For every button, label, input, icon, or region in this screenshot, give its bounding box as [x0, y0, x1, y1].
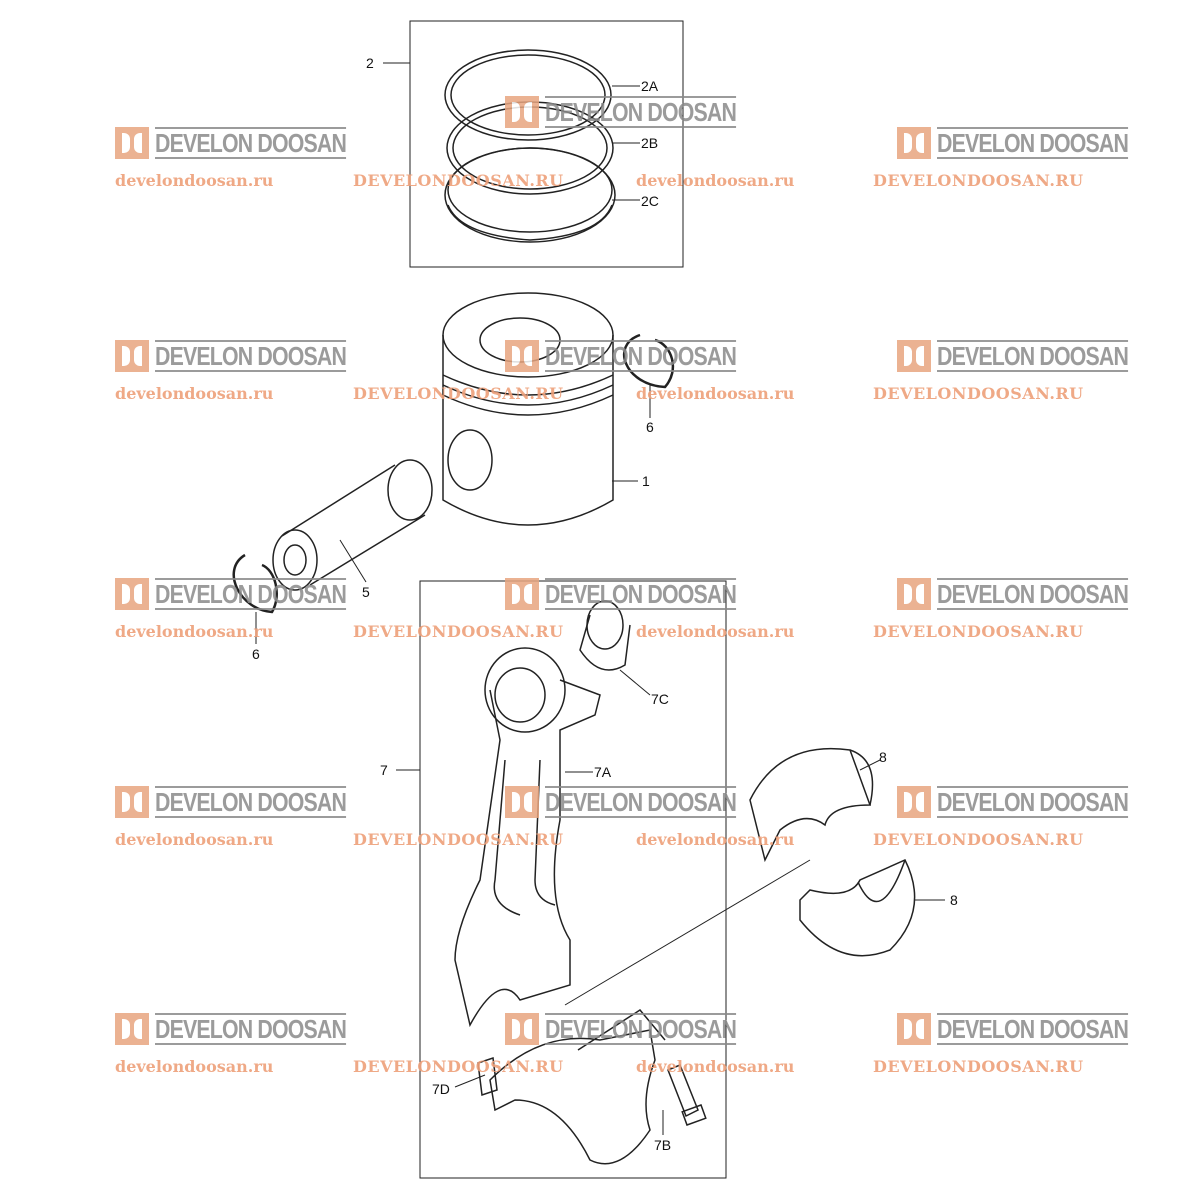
watermark-logo: DEVELON DOOSAN [115, 127, 388, 159]
develon-logo-icon [897, 127, 931, 159]
watermark-url: DEVELONDOOSAN.RU [353, 622, 564, 641]
label-7: 7 [380, 762, 388, 778]
label-7b: 7B [654, 1137, 672, 1153]
snap-ring-top [622, 333, 675, 389]
develon-logo-icon [897, 1013, 931, 1045]
watermark-logo-text: DEVELON DOOSAN [155, 1013, 347, 1045]
watermark-url: develondoosan.ru [636, 830, 795, 849]
watermark-logo: DEVELON DOOSAN [115, 1013, 388, 1045]
watermark-url: develondoosan.ru [115, 830, 274, 849]
watermark-logo-text: DEVELON DOOSAN [545, 578, 737, 610]
develon-logo-icon [897, 578, 931, 610]
label-7a: 7A [594, 764, 612, 780]
snap-ring-left [232, 553, 278, 614]
label-5: 5 [362, 584, 370, 600]
watermark-logo-text: DEVELON DOOSAN [545, 96, 737, 128]
bearing-lower [799, 859, 916, 957]
watermark-logo: DEVELON DOOSAN [115, 578, 388, 610]
watermark-url: DEVELONDOOSAN.RU [353, 1057, 564, 1076]
develon-logo-icon [505, 1013, 539, 1045]
watermark-logo-text: DEVELON DOOSAN [155, 127, 347, 159]
watermark-logo: DEVELON DOOSAN [897, 340, 1170, 372]
watermark-logo-text: DEVELON DOOSAN [937, 578, 1129, 610]
piston-pin [272, 459, 433, 591]
watermark-logo: DEVELON DOOSAN [505, 786, 778, 818]
watermark-url: DEVELONDOOSAN.RU [873, 622, 1084, 641]
develon-logo-icon [115, 127, 149, 159]
develon-logo-icon [505, 96, 539, 128]
watermark-logo-text: DEVELON DOOSAN [155, 340, 347, 372]
rod-cap [477, 1009, 666, 1165]
watermark-url: develondoosan.ru [636, 1057, 795, 1076]
conrod-frame [419, 580, 727, 1179]
piston [442, 292, 614, 526]
watermark-url: DEVELONDOOSAN.RU [873, 1057, 1084, 1076]
watermark-logo: DEVELON DOOSAN [897, 1013, 1170, 1045]
develon-logo-icon [897, 340, 931, 372]
ring-set-frame [409, 20, 684, 268]
connecting-rod [454, 647, 601, 1028]
watermark-logo-text: DEVELON DOOSAN [937, 340, 1129, 372]
watermark-logo: DEVELON DOOSAN [505, 340, 778, 372]
watermark-logo: DEVELON DOOSAN [897, 578, 1170, 610]
label-8-lower: 8 [950, 892, 958, 908]
watermark-logo-text: DEVELON DOOSAN [545, 786, 737, 818]
bearing-upper [749, 747, 874, 863]
develon-logo-icon [505, 578, 539, 610]
label-2c: 2C [641, 193, 659, 209]
watermark-url: develondoosan.ru [115, 1057, 274, 1076]
develon-logo-icon [115, 1013, 149, 1045]
watermark-url: develondoosan.ru [636, 622, 795, 641]
watermark-url: develondoosan.ru [115, 622, 274, 641]
piston-rings [444, 49, 616, 243]
develon-logo-icon [115, 578, 149, 610]
watermark-url: develondoosan.ru [636, 171, 795, 190]
watermark-logo: DEVELON DOOSAN [897, 127, 1170, 159]
watermark-url: DEVELONDOOSAN.RU [873, 171, 1084, 190]
label-6-left: 6 [252, 646, 260, 662]
watermark-url: DEVELONDOOSAN.RU [353, 384, 564, 403]
watermark-url: develondoosan.ru [115, 171, 274, 190]
develon-logo-icon [115, 786, 149, 818]
watermark-url: DEVELONDOOSAN.RU [353, 171, 564, 190]
watermark-url: develondoosan.ru [115, 384, 274, 403]
watermark-logo: DEVELON DOOSAN [897, 786, 1170, 818]
watermark-logo-text: DEVELON DOOSAN [155, 786, 347, 818]
watermark-url: DEVELONDOOSAN.RU [873, 830, 1084, 849]
label-6-top: 6 [646, 419, 654, 435]
develon-logo-icon [897, 786, 931, 818]
watermark-logo-text: DEVELON DOOSAN [937, 1013, 1129, 1045]
watermark-logo-text: DEVELON DOOSAN [937, 786, 1129, 818]
label-8-upper: 8 [879, 749, 887, 765]
bushing [579, 600, 631, 671]
watermark-logo: DEVELON DOOSAN [505, 96, 778, 128]
watermark-logo-text: DEVELON DOOSAN [937, 127, 1129, 159]
label-2b: 2B [641, 135, 659, 151]
label-1: 1 [642, 473, 650, 489]
watermark-logo: DEVELON DOOSAN [505, 1013, 778, 1045]
watermark-url: develondoosan.ru [636, 384, 795, 403]
develon-logo-icon [505, 340, 539, 372]
label-2a: 2A [641, 78, 659, 94]
develon-logo-icon [115, 340, 149, 372]
watermark-logo-text: DEVELON DOOSAN [545, 1013, 737, 1045]
watermark-logo-text: DEVELON DOOSAN [155, 578, 347, 610]
develon-logo-icon [505, 786, 539, 818]
watermark-logo: DEVELON DOOSAN [115, 786, 388, 818]
watermark-logo: DEVELON DOOSAN [505, 578, 778, 610]
watermark-url: DEVELONDOOSAN.RU [353, 830, 564, 849]
watermark-logo-text: DEVELON DOOSAN [545, 340, 737, 372]
bolt [667, 1064, 707, 1126]
watermark-url: DEVELONDOOSAN.RU [873, 384, 1084, 403]
label-7d: 7D [432, 1081, 450, 1097]
label-7c: 7C [651, 691, 669, 707]
label-2: 2 [366, 55, 374, 71]
watermark-logo: DEVELON DOOSAN [115, 340, 388, 372]
